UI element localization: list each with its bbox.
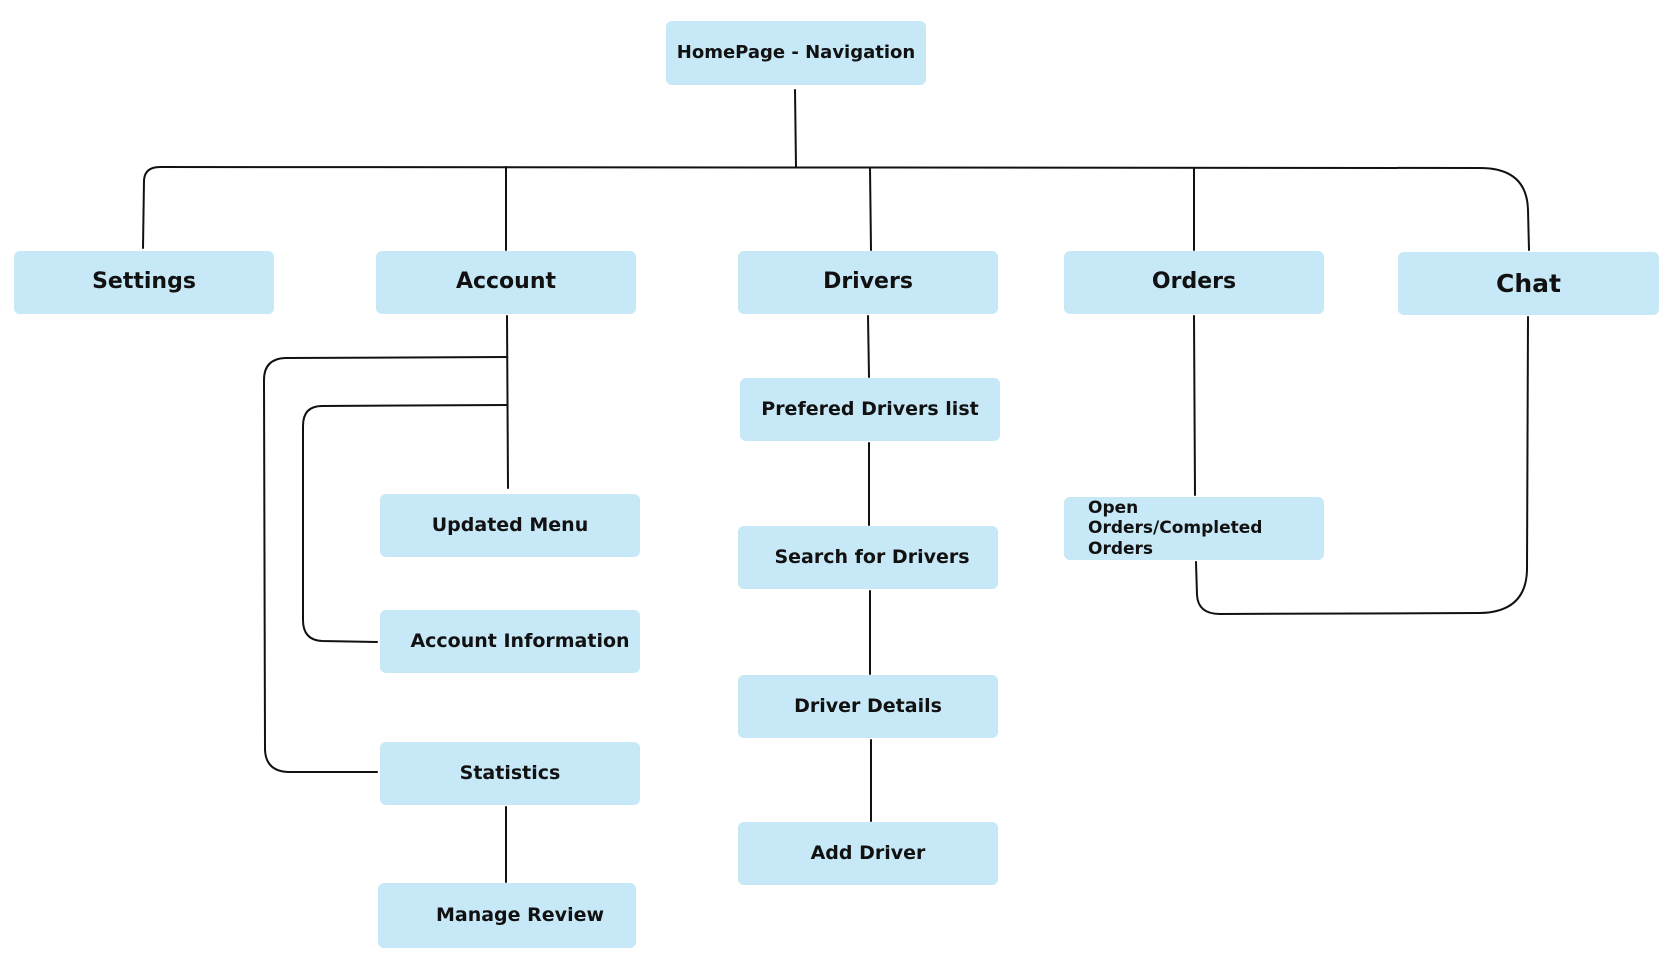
account-label: Account	[455, 269, 557, 295]
manage-review-label: Manage Review	[435, 904, 605, 927]
driver-details-node[interactable]: Driver Details	[738, 675, 998, 738]
orders-label: Orders	[1151, 269, 1237, 295]
chat-label: Chat	[1496, 268, 1561, 298]
updated-menu-node[interactable]: Updated Menu	[380, 494, 640, 557]
connector-open-chat-loop	[1195, 316, 1529, 615]
prefered-drivers-list-label: Prefered Drivers list	[761, 398, 979, 421]
driver-details-label: Driver Details	[794, 695, 942, 718]
statistics-label: Statistics	[459, 762, 561, 785]
add-driver-node[interactable]: Add Driver	[738, 822, 998, 885]
homepage-navigation-node[interactable]: HomePage - Navigation	[666, 21, 926, 85]
statistics-node[interactable]: Statistics	[380, 742, 640, 805]
open-completed-orders-node[interactable]: Open Orders/Completed Orders	[1064, 497, 1324, 560]
account-node[interactable]: Account	[376, 251, 636, 314]
prefered-drivers-list-node[interactable]: Prefered Drivers list	[740, 378, 1000, 441]
connector-drivers-prefered	[867, 315, 870, 378]
connector-account-stats	[263, 356, 508, 773]
settings-label: Settings	[92, 269, 196, 295]
add-driver-label: Add Driver	[810, 842, 926, 865]
drivers-label: Drivers	[823, 269, 913, 295]
connector-root-stem	[794, 89, 797, 168]
manage-review-node[interactable]: Manage Review	[378, 883, 636, 948]
homepage-navigation-label: HomePage - Navigation	[676, 42, 916, 64]
chat-node[interactable]: Chat	[1398, 252, 1659, 315]
orders-node[interactable]: Orders	[1064, 251, 1324, 314]
drivers-node[interactable]: Drivers	[738, 251, 998, 314]
connector-orders-open	[1193, 315, 1196, 496]
updated-menu-label: Updated Menu	[431, 514, 589, 537]
search-for-drivers-node[interactable]: Search for Drivers	[738, 526, 998, 589]
account-information-label: Account Information	[410, 630, 630, 653]
open-completed-orders-label: Open Orders/Completed Orders	[1088, 497, 1263, 559]
connector-drop-drivers	[869, 167, 872, 251]
connector-main-bus	[142, 166, 1530, 251]
search-for-drivers-label: Search for Drivers	[774, 546, 970, 569]
connector-account-info	[302, 404, 508, 643]
connector-account-updated	[506, 315, 509, 489]
settings-node[interactable]: Settings	[14, 251, 274, 314]
account-information-node[interactable]: Account Information	[380, 610, 640, 673]
